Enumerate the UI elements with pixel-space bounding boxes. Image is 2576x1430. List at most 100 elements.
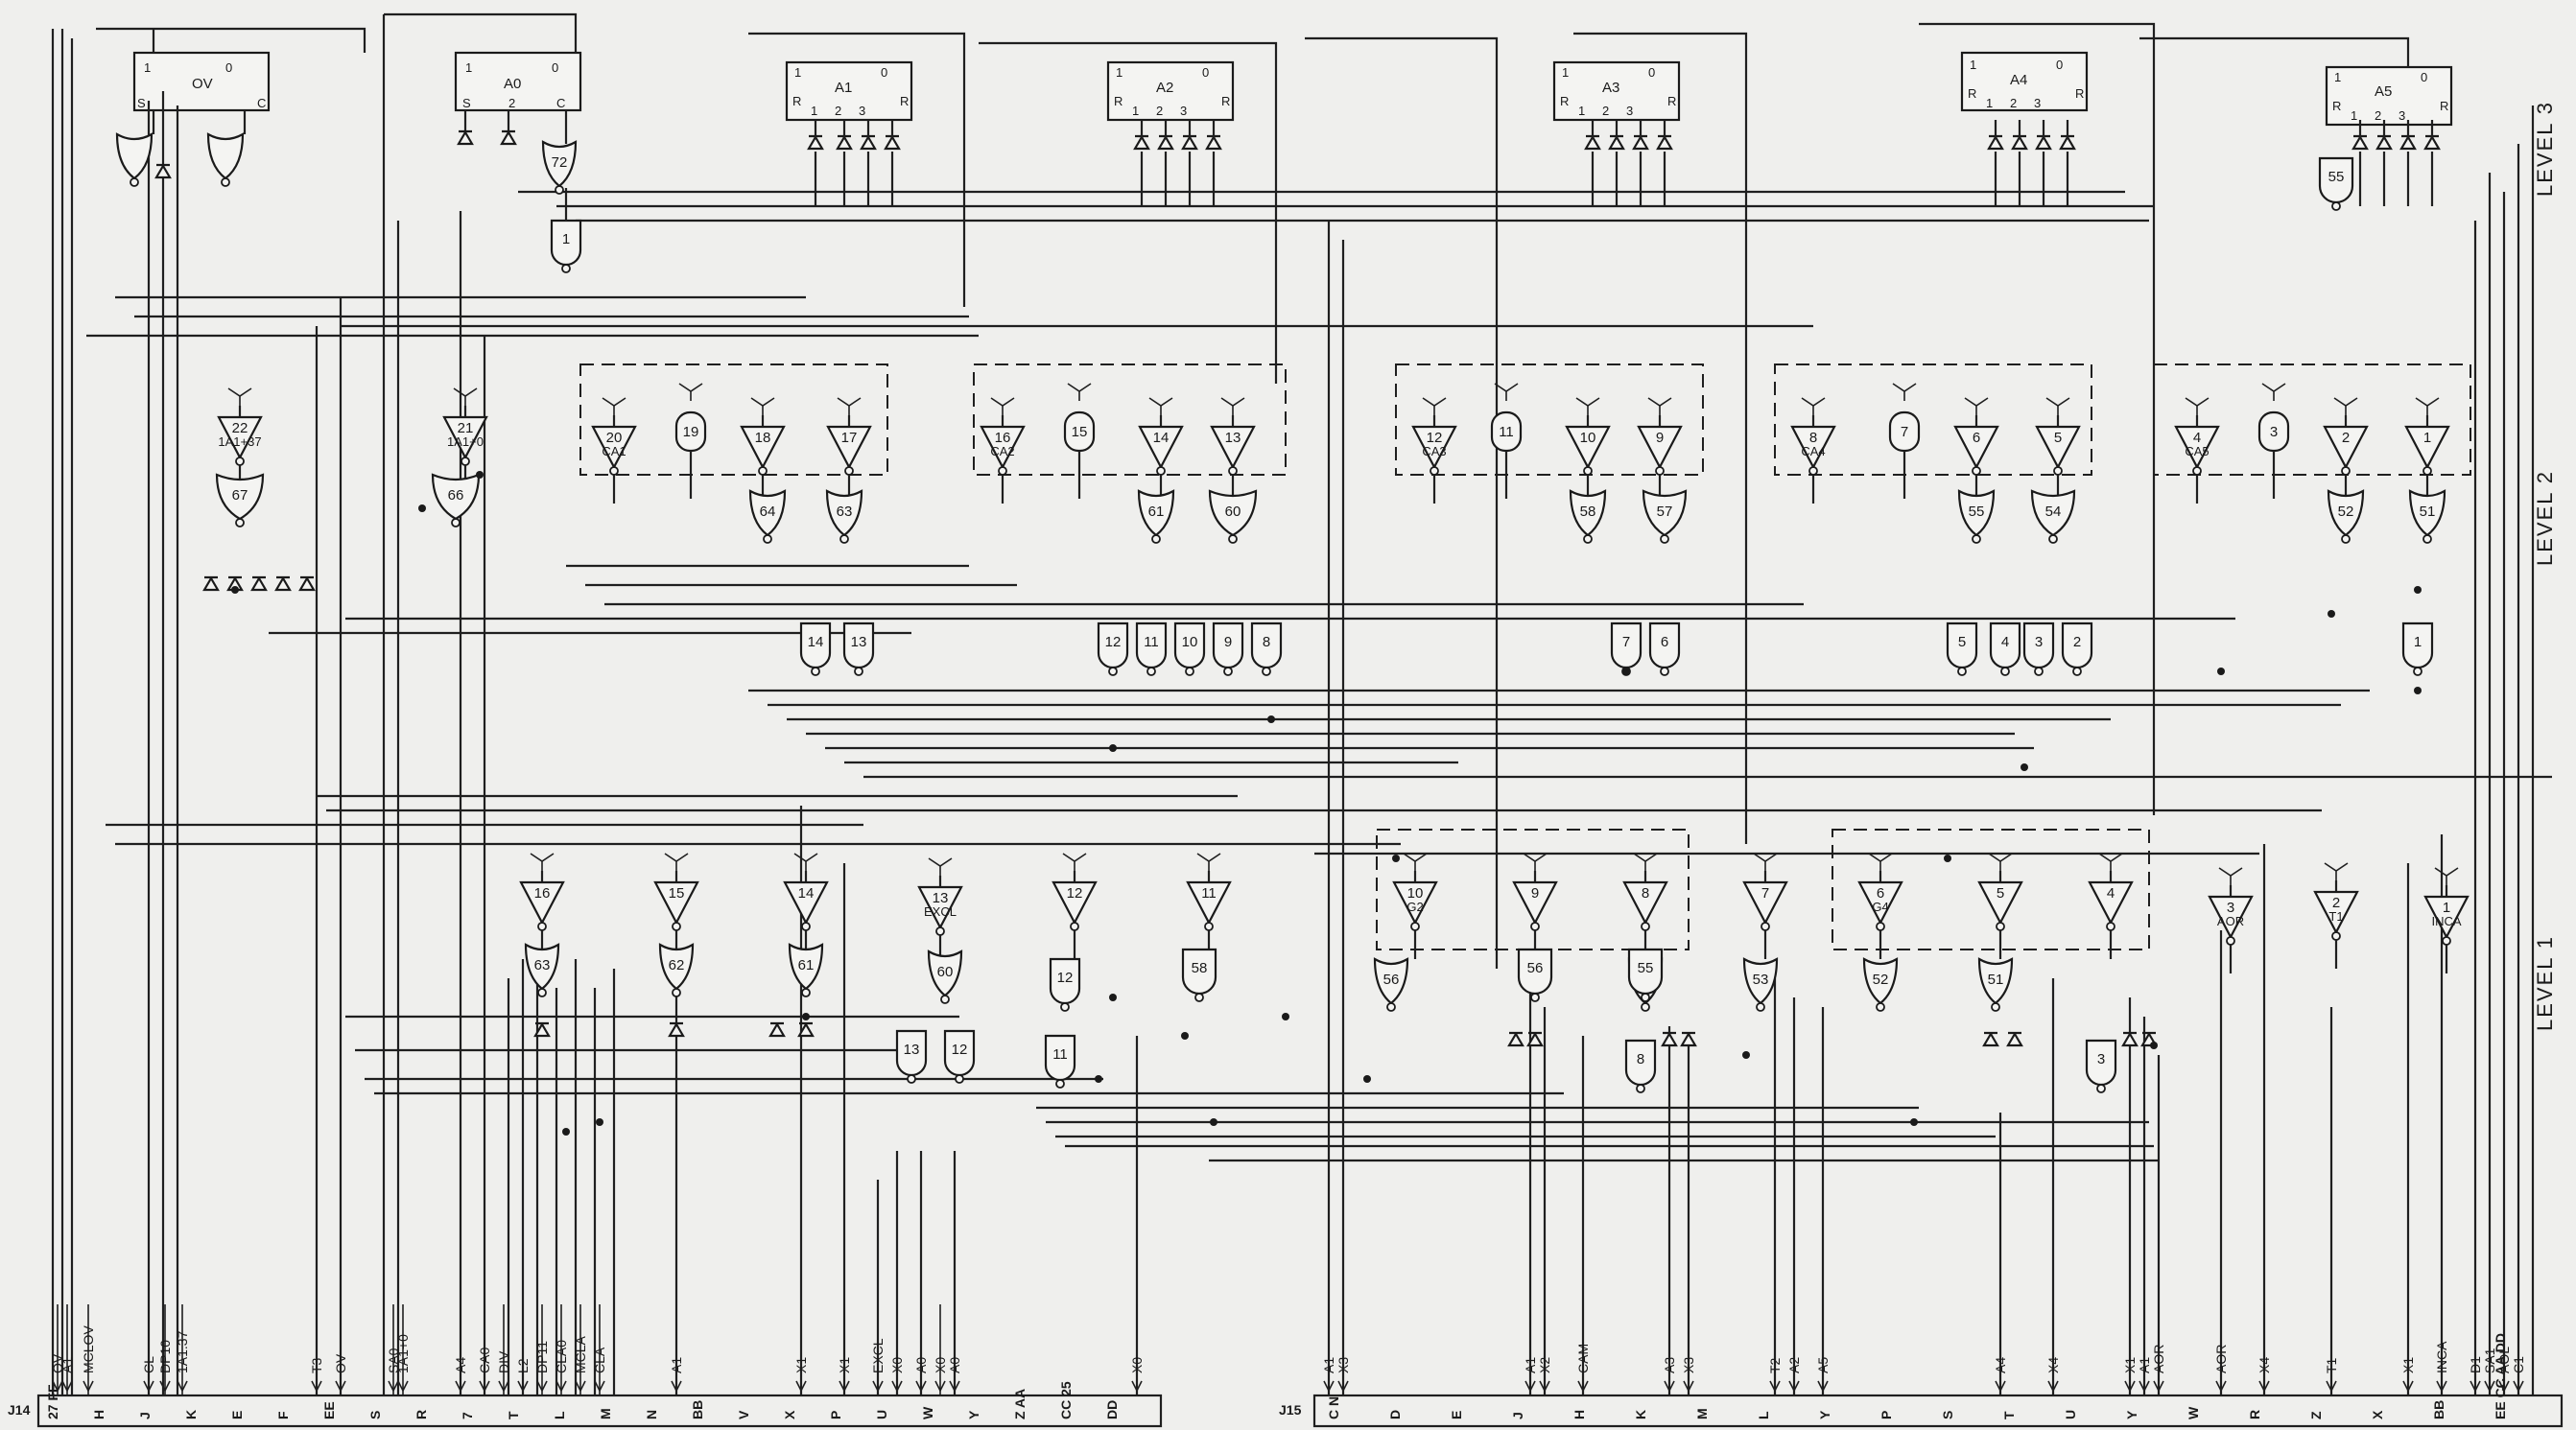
signal-label: X3 (1681, 1357, 1696, 1373)
l2-driver-10: 10 (1565, 397, 1611, 504)
diode (1661, 1031, 1678, 1047)
l2-driver-19: 19 (674, 383, 707, 499)
diode (202, 575, 220, 592)
signal-label: A0 (947, 1357, 962, 1373)
diode (797, 1021, 815, 1038)
supply-terminal (453, 387, 478, 406)
junction-dot (1910, 1118, 1918, 1126)
gate-number: 13 (851, 634, 867, 650)
signal-label: A4 (1993, 1357, 2008, 1373)
l1-driver-num: 16 (534, 885, 551, 902)
signal-label: A1 (59, 1357, 75, 1373)
l2-driver-6: 6 (1953, 397, 1999, 504)
connector-pin: 7 (460, 1412, 475, 1419)
connector-pin: BB (2431, 1400, 2446, 1419)
connector-pin: D (1387, 1410, 1403, 1419)
signal-arrow (2498, 1380, 2510, 1393)
or-gate-66: 66 (431, 473, 481, 527)
supply-terminal (678, 383, 703, 401)
l2-driver-num: 6 (1973, 430, 1980, 446)
svg-text:0: 0 (2421, 70, 2427, 84)
l2-driver-3: 3 (2257, 383, 2290, 499)
or-gate-67: 67 (215, 473, 265, 527)
l2-driver-5: 5 (2035, 397, 2081, 504)
and-gate-12: 12 (1049, 957, 1081, 1012)
or-gate-52: 52 (2327, 489, 2365, 544)
svg-text:2: 2 (1602, 104, 1609, 118)
signal-label: A1 (2137, 1357, 2152, 1373)
or-gate-72: 72 (541, 140, 578, 195)
supply-terminal (793, 853, 818, 871)
gate-number: 14 (808, 634, 824, 650)
supply-terminal (1148, 397, 1173, 415)
supply-terminal (664, 853, 689, 871)
l1-driver-num: 4 (2107, 885, 2115, 902)
gate-number: 58 (1580, 504, 1596, 520)
svg-text:R: R (792, 94, 801, 108)
svg-text:3: 3 (1180, 104, 1187, 118)
or-gate-54: 54 (2030, 489, 2076, 544)
l1-driver-2: 2T1 (2313, 862, 2359, 969)
connector-pin: W (2186, 1406, 2201, 1419)
signal-label: CA0 (477, 1348, 492, 1373)
l2-driver-num: 7 (1901, 424, 1908, 440)
signal-arrow (397, 1380, 409, 1393)
supply-terminal (227, 387, 252, 406)
ff-a0-label: A0 (504, 76, 521, 92)
signal-label: X0 (933, 1357, 948, 1373)
gate-number: 12 (952, 1042, 968, 1058)
l2-driver-num: 10 (1580, 430, 1596, 446)
l1-driver-9: 9 (1512, 853, 1558, 959)
l1-driver-num: 5 (1997, 885, 2004, 902)
svg-text:3: 3 (2399, 108, 2405, 123)
gate-number: 53 (1753, 972, 1769, 988)
junction-dot (1109, 744, 1117, 752)
or-gate-53: 53 (1742, 957, 1779, 1012)
l1-driver-8: 8 (1622, 853, 1668, 959)
or-gate-61: 61 (788, 943, 824, 997)
gate-number: 56 (1527, 960, 1544, 976)
gate-number: 64 (760, 504, 776, 520)
l1-driver-15: 15 (653, 853, 699, 959)
signal-label: CAM (1575, 1344, 1591, 1373)
supply-terminal (1964, 397, 1989, 415)
signal-label: A2 (1786, 1357, 1802, 1373)
gate-number: 8 (1263, 634, 1270, 650)
supply-terminal (1575, 397, 1600, 415)
l1-driver-num: 9 (1531, 885, 1539, 902)
signal-label: 1A1+0 (395, 1334, 411, 1373)
l2-driver-13: 13 (1210, 397, 1256, 504)
supply-terminal (530, 853, 555, 871)
and-gate-5: 5 (1946, 621, 1978, 676)
l1-driver-4: 4 (2088, 853, 2134, 959)
gate-number: 60 (1225, 504, 1241, 520)
l1-driver-text: INCA (2431, 914, 2461, 928)
l1-driver-num: 1 (2443, 900, 2450, 916)
supply-terminal (1892, 383, 1917, 401)
l1-driver-text: G4 (1872, 900, 1888, 914)
signal-arrow (839, 1380, 850, 1393)
signal-label: INCA (2434, 1341, 2449, 1373)
signal-arrow (2470, 1380, 2481, 1393)
svg-text:2: 2 (835, 104, 841, 118)
diode (274, 575, 292, 592)
signal-label: SA0 (386, 1348, 401, 1373)
connector-j15-name: J15 (1279, 1402, 1302, 1418)
gate-number: 3 (2097, 1051, 2105, 1067)
signal-arrow (2153, 1380, 2164, 1393)
junction-dot (2021, 763, 2028, 771)
connector-pin: L (1756, 1411, 1771, 1419)
signal-arrow (335, 1380, 346, 1393)
l2-driver-num: 18 (755, 430, 771, 446)
connector-j15: J15 (1279, 1394, 2564, 1428)
signal-arrow (915, 1380, 927, 1393)
signal-arrow (2139, 1380, 2150, 1393)
l1-driver-5: 5 (1977, 853, 2023, 959)
l2-driver-num: 2 (2342, 430, 2350, 446)
and-gate-12: 12 (943, 1029, 976, 1084)
